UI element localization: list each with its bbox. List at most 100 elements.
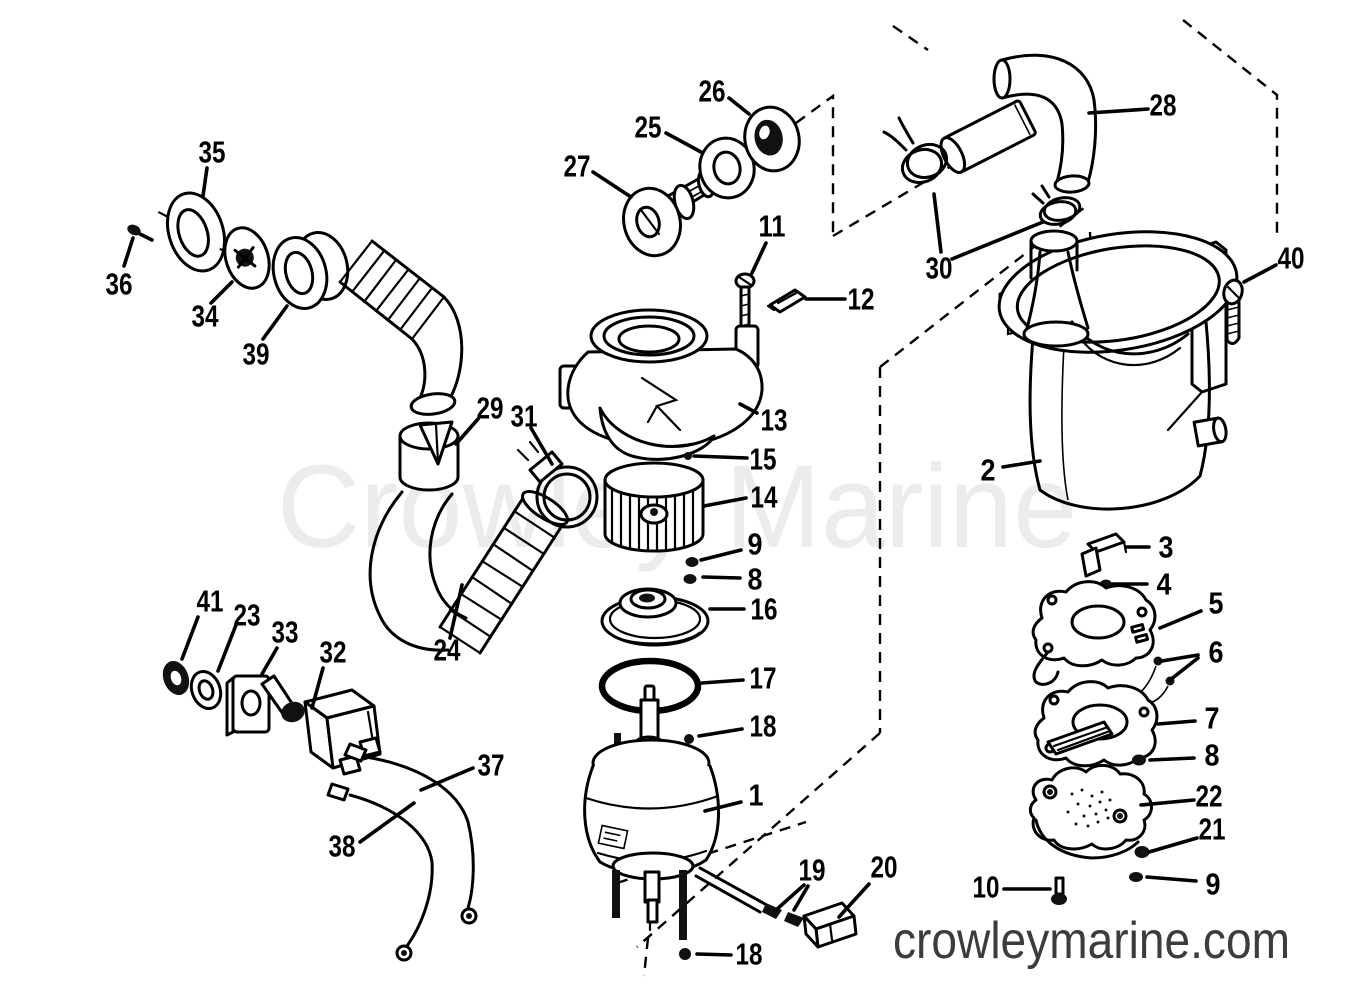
callout-38: 38 — [329, 829, 356, 864]
callout-leader-7 — [1156, 719, 1197, 726]
callout-18-bottom: 18 — [736, 937, 763, 972]
callout-37: 37 — [478, 748, 505, 783]
callout-leader-21 — [1147, 836, 1199, 854]
callout-8-mid: 8 — [748, 562, 763, 597]
callout-11: 11 — [759, 209, 786, 244]
callout-leader-11 — [750, 241, 768, 275]
callout-1: 1 — [749, 778, 764, 813]
upper-elbow-hose — [338, 239, 464, 416]
retainer-plate-34 — [223, 226, 271, 290]
callout-leader-30 — [950, 220, 1045, 261]
hardware-column-right — [1028, 532, 1175, 905]
callout-leader-29 — [454, 417, 480, 446]
seal-carrier-16 — [600, 587, 710, 647]
washer-8-mid — [683, 574, 697, 584]
plug-fitting-27 — [622, 169, 716, 258]
callout-leader-35 — [201, 166, 209, 198]
callout-19: 19 — [799, 853, 826, 888]
callout-leader-33 — [260, 646, 279, 676]
clip-3 — [1080, 532, 1128, 578]
hose-assembly-upper-left — [127, 191, 599, 655]
callout-27: 27 — [564, 149, 591, 184]
callout-28: 28 — [1150, 88, 1177, 123]
callout-25: 25 — [635, 110, 662, 145]
callout-5: 5 — [1209, 586, 1224, 621]
callout-39: 39 — [243, 337, 270, 372]
callout-leader-2 — [1001, 459, 1042, 469]
connector-20 — [802, 901, 858, 949]
callout-leader-38 — [358, 801, 416, 844]
pump-group-center — [558, 105, 858, 960]
callout-32: 32 — [320, 635, 347, 670]
switch-plate-33 — [225, 674, 271, 737]
callout-10: 10 — [973, 870, 1000, 905]
screw-36 — [127, 224, 154, 242]
washer-23 — [189, 670, 223, 710]
callout-15: 15 — [750, 442, 777, 477]
callout-leader-26 — [727, 96, 751, 116]
motor-1 — [583, 684, 721, 940]
impeller-14 — [603, 461, 705, 553]
callout-26: 26 — [699, 74, 726, 109]
canister-group-right — [882, 53, 1244, 511]
anode-plate-22 — [1028, 764, 1153, 860]
callout-leader-34 — [209, 280, 234, 305]
cup-29 — [398, 420, 460, 492]
callout-leader-18-bottom — [695, 952, 733, 957]
callout-leader-19 — [774, 883, 806, 912]
screw-40 — [1222, 278, 1244, 345]
callout-8-right: 8 — [1205, 738, 1220, 773]
callout-9-mid: 9 — [748, 527, 763, 562]
wires-37-38 — [326, 742, 478, 962]
callout-34: 34 — [192, 299, 220, 334]
callout-leader-27 — [591, 170, 633, 199]
callout-leader-9-br — [1145, 875, 1198, 883]
callout-leader-24 — [448, 583, 464, 640]
callout-leader-5 — [1158, 609, 1203, 630]
callout-13: 13 — [761, 403, 788, 438]
callout-leader-32 — [310, 666, 325, 710]
callout-21: 21 — [1199, 812, 1226, 847]
callout-31: 31 — [511, 399, 538, 434]
callout-leader-17 — [700, 678, 745, 685]
sleeve-39 — [271, 231, 350, 310]
callout-33: 33 — [272, 615, 299, 650]
canister-2 — [997, 229, 1239, 511]
callout-leader-19 — [792, 884, 810, 912]
callout-leader-40 — [1242, 263, 1278, 284]
callout-24: 24 — [434, 633, 462, 668]
callout-leader-6 — [1168, 656, 1200, 682]
callout-2: 2 — [981, 453, 996, 488]
corrugated-hose-24 — [368, 490, 569, 655]
nut-9-mid — [685, 557, 699, 567]
callout-4: 4 — [1157, 567, 1173, 602]
nut-9-bottom — [1129, 872, 1143, 882]
callout-leader-20 — [837, 882, 871, 919]
callout-29: 29 — [477, 391, 504, 426]
callout-leader-23 — [216, 623, 238, 673]
callout-23: 23 — [234, 598, 261, 633]
bolt-10 — [1051, 876, 1067, 905]
clip-12 — [766, 288, 807, 314]
callout-40: 40 — [1278, 241, 1305, 276]
callout-41: 41 — [197, 584, 224, 619]
callout-leader-30 — [932, 192, 943, 254]
callout-17: 17 — [750, 661, 777, 696]
callout-leader-28 — [1087, 107, 1150, 115]
callout-leader-22 — [1139, 798, 1196, 807]
nut-18-bottom — [679, 948, 691, 960]
wire-clamp-30a — [882, 116, 949, 185]
lead-wire-19 — [694, 866, 804, 927]
callout-20: 20 — [871, 850, 898, 885]
callout-leader-18-upper — [697, 727, 744, 738]
callout-leader-31 — [529, 426, 554, 466]
elbow-hose-28 — [992, 53, 1098, 194]
washer-8-right — [1132, 754, 1146, 766]
gasket-5 — [1031, 580, 1157, 686]
callout-35: 35 — [199, 135, 226, 170]
tube-section — [939, 99, 1037, 174]
callout-leader-13 — [738, 402, 759, 415]
callout-18-upper: 18 — [750, 709, 777, 744]
